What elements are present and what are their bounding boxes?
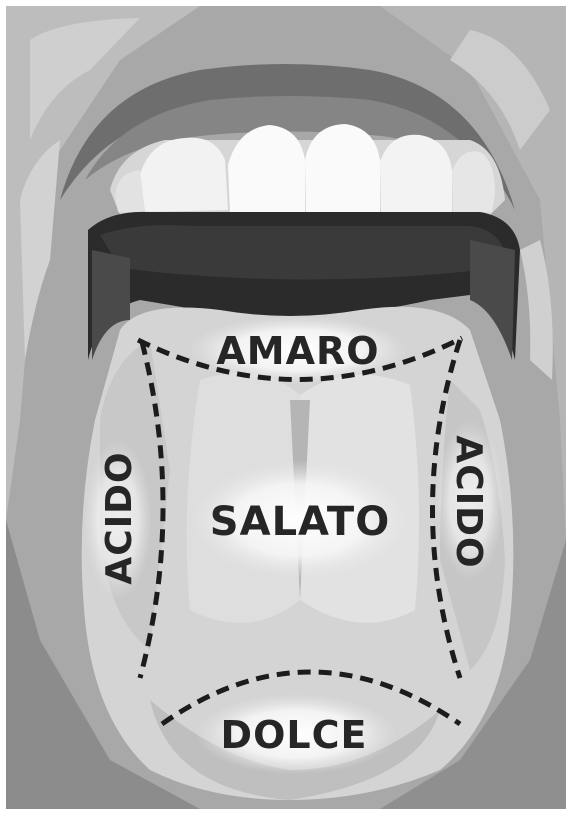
sweet-zone-label: DOLCE	[221, 713, 368, 757]
salty-zone-label: SALATO	[210, 499, 390, 545]
left-sour-zone-label: ACIDO	[99, 451, 140, 584]
bitter-zone-label: AMARO	[216, 329, 379, 373]
right-sour-zone-label: ACIDO	[448, 435, 489, 568]
